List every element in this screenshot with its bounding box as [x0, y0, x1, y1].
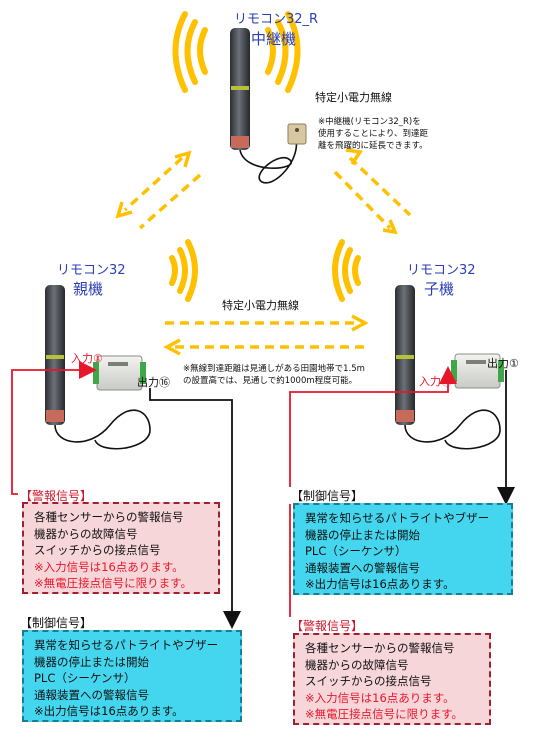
child-alarm-line: スイッチからの接点信号: [305, 674, 432, 688]
parent-control-line: PLC（シーケンサ）: [34, 671, 136, 685]
parent-name: リモコン32: [57, 263, 126, 278]
parent-role: 親機: [73, 280, 104, 298]
relay-antenna: [230, 28, 307, 184]
parent-control-line: 機器の停止または開始: [34, 654, 149, 669]
child-role: 子機: [424, 280, 455, 298]
child-control-line: PLC（シーケンサ）: [305, 544, 407, 558]
link-arrow-parent-child: [163, 314, 369, 356]
child-alarm-line: 各種センサーからの警報信号: [305, 641, 455, 655]
relay-wave-left: [172, 11, 208, 93]
child-alarm-note: ※入力信号は16点あります。: [305, 690, 455, 705]
parent-control-line: ※出力信号は16点あります。: [34, 704, 184, 718]
relay-wave-right: [265, 11, 301, 93]
parent-alarm-note: ※無電圧接点信号に限ります。: [34, 576, 192, 590]
parent-control-line: 通報装置への警報信号: [34, 687, 149, 702]
relay-role: 中継機: [251, 30, 297, 48]
child-input-wire: [289, 366, 457, 622]
child-control-line: 機器の停止または開始: [305, 527, 420, 542]
link-band-label: 特定小電力無線: [222, 299, 299, 312]
link-arrow-relay-child: [333, 148, 412, 235]
child-control-line: ※出力信号は16点あります。: [305, 577, 455, 591]
child-alarm-box: 各種センサーからの警報信号 機器からの故障信号 スイッチからの接点信号 ※入力信…: [293, 633, 491, 725]
parent-input-label: 入力①: [71, 352, 103, 365]
parent-antenna: [45, 285, 151, 450]
parent-alarm-line: 各種センサーからの警報信号: [34, 510, 184, 524]
relay-note: ※中継機(リモコン32_R)を使用することにより、到達距離を飛躍的に延長できます…: [318, 117, 428, 151]
child-control-box: 異常を知らせるパトライトやブザー 機器の停止または開始 PLC（シーケンサ） 通…: [293, 503, 513, 595]
parent-alarm-title: 【警報信号】: [18, 487, 95, 504]
parent-alarm-note: ※入力信号は16点あります。: [34, 559, 184, 574]
parent-alarm-box: 各種センサーからの警報信号 機器からの故障信号 スイッチからの接点信号 ※入力信…: [22, 502, 220, 594]
parent-input-wire: [11, 361, 97, 495]
parent-control-title: 【制御信号】: [18, 614, 95, 631]
child-wave: [332, 239, 361, 302]
parent-wave: [169, 239, 198, 302]
parent-alarm-line: 機器からの故障信号: [34, 526, 138, 541]
link-note: ※無線到達距離は見通しがある田園地帯で1.5mの設置高では、見通しで約1000m…: [183, 364, 365, 386]
parent-control-box: 異常を知らせるパトライトやブザー 機器の停止または開始 PLC（シーケンサ） 通…: [22, 630, 242, 722]
relay-band-label: 特定小電力無線: [315, 91, 392, 104]
parent-alarm-line: スイッチからの接点信号: [34, 543, 161, 557]
child-alarm-note: ※無電圧接点信号に限ります。: [305, 707, 463, 721]
child-input-label: 入力⑯: [419, 375, 452, 388]
child-alarm-line: 機器からの故障信号: [305, 657, 409, 672]
child-alarm-title: 【警報信号】: [289, 617, 366, 634]
parent-control-line: 異常を知らせるパトライトやブザー: [34, 638, 219, 652]
parent-output-label: 出力⑯: [137, 376, 170, 389]
child-output-label: 出力①: [487, 357, 519, 370]
child-name: リモコン32: [407, 263, 476, 278]
child-antenna: [395, 285, 504, 450]
child-control-line: 通報装置への警報信号: [305, 560, 420, 575]
link-arrow-relay-parent: [115, 150, 202, 230]
relay-name: リモコン32_R: [234, 12, 319, 27]
child-control-line: 異常を知らせるパトライトやブザー: [305, 511, 490, 525]
child-control-title: 【制御信号】: [289, 487, 366, 504]
parent-output-wire: [149, 388, 241, 629]
